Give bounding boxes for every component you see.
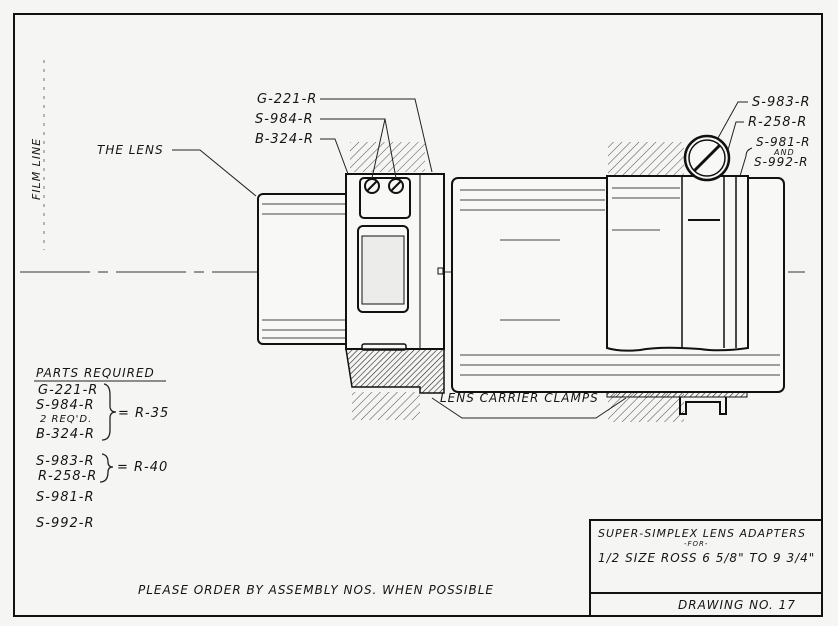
r258-label: R-258-R [748, 115, 807, 130]
order-note: PLEASE ORDER BY ASSEMBLY NOS. WHEN POSSI… [138, 583, 494, 597]
base-plate [606, 391, 748, 398]
s984-label: S-984-R [255, 112, 313, 127]
part-item: S-992-R [36, 516, 94, 531]
drawing-number: DRAWING NO. 17 [678, 598, 796, 612]
clamp-hatch-bottom-left [352, 392, 420, 420]
group2-total: = R-40 [117, 460, 168, 475]
carrier-sleeve [606, 134, 749, 352]
and-label: AND [773, 148, 795, 157]
part-item: S-984-R [36, 398, 94, 413]
part-item: G-221-R [38, 383, 98, 398]
the-lens-label: THE LENS [97, 143, 164, 157]
group1-total: = R-35 [118, 406, 169, 421]
parts-list: PARTS REQUIRED G-221-R S-984-R 2 REQ'D. … [34, 366, 169, 531]
g221-label: G-221-R [257, 92, 317, 107]
title-line3: 1/2 SIZE ROSS 6 5/8" TO 9 3/4" [598, 551, 815, 565]
title-line1: SUPER-SIMPLEX LENS ADAPTERS [598, 527, 806, 540]
leader-lines [172, 98, 753, 419]
title-block: SUPER-SIMPLEX LENS ADAPTERS -FOR- 1/2 SI… [589, 519, 823, 617]
part-item: B-324-R [36, 427, 95, 442]
s981-label: S-981-R [756, 135, 811, 149]
part-item: S-983-R [36, 454, 94, 469]
clamps-label: LENS CARRIER CLAMPS [440, 391, 599, 405]
clamp-hatch-top-right [608, 142, 684, 176]
title-line2: -FOR- [684, 540, 708, 548]
ring-section [345, 348, 445, 394]
lens-body [257, 193, 351, 345]
s992-label: S-992-R [754, 155, 809, 169]
s983-label: S-983-R [752, 95, 810, 110]
sheet-border [13, 13, 823, 617]
b324-label: B-324-R [255, 132, 314, 147]
clamp-foot [679, 397, 727, 415]
part-item: R-258-R [38, 469, 97, 484]
part-qty: 2 REQ'D. [40, 414, 92, 425]
film-line-label: FILM LINE [30, 138, 43, 200]
adapter-ring [345, 173, 445, 351]
parts-title: PARTS REQUIRED [36, 366, 155, 380]
part-item: S-981-R [36, 490, 94, 505]
clamp-hatch-top-left [350, 142, 425, 172]
